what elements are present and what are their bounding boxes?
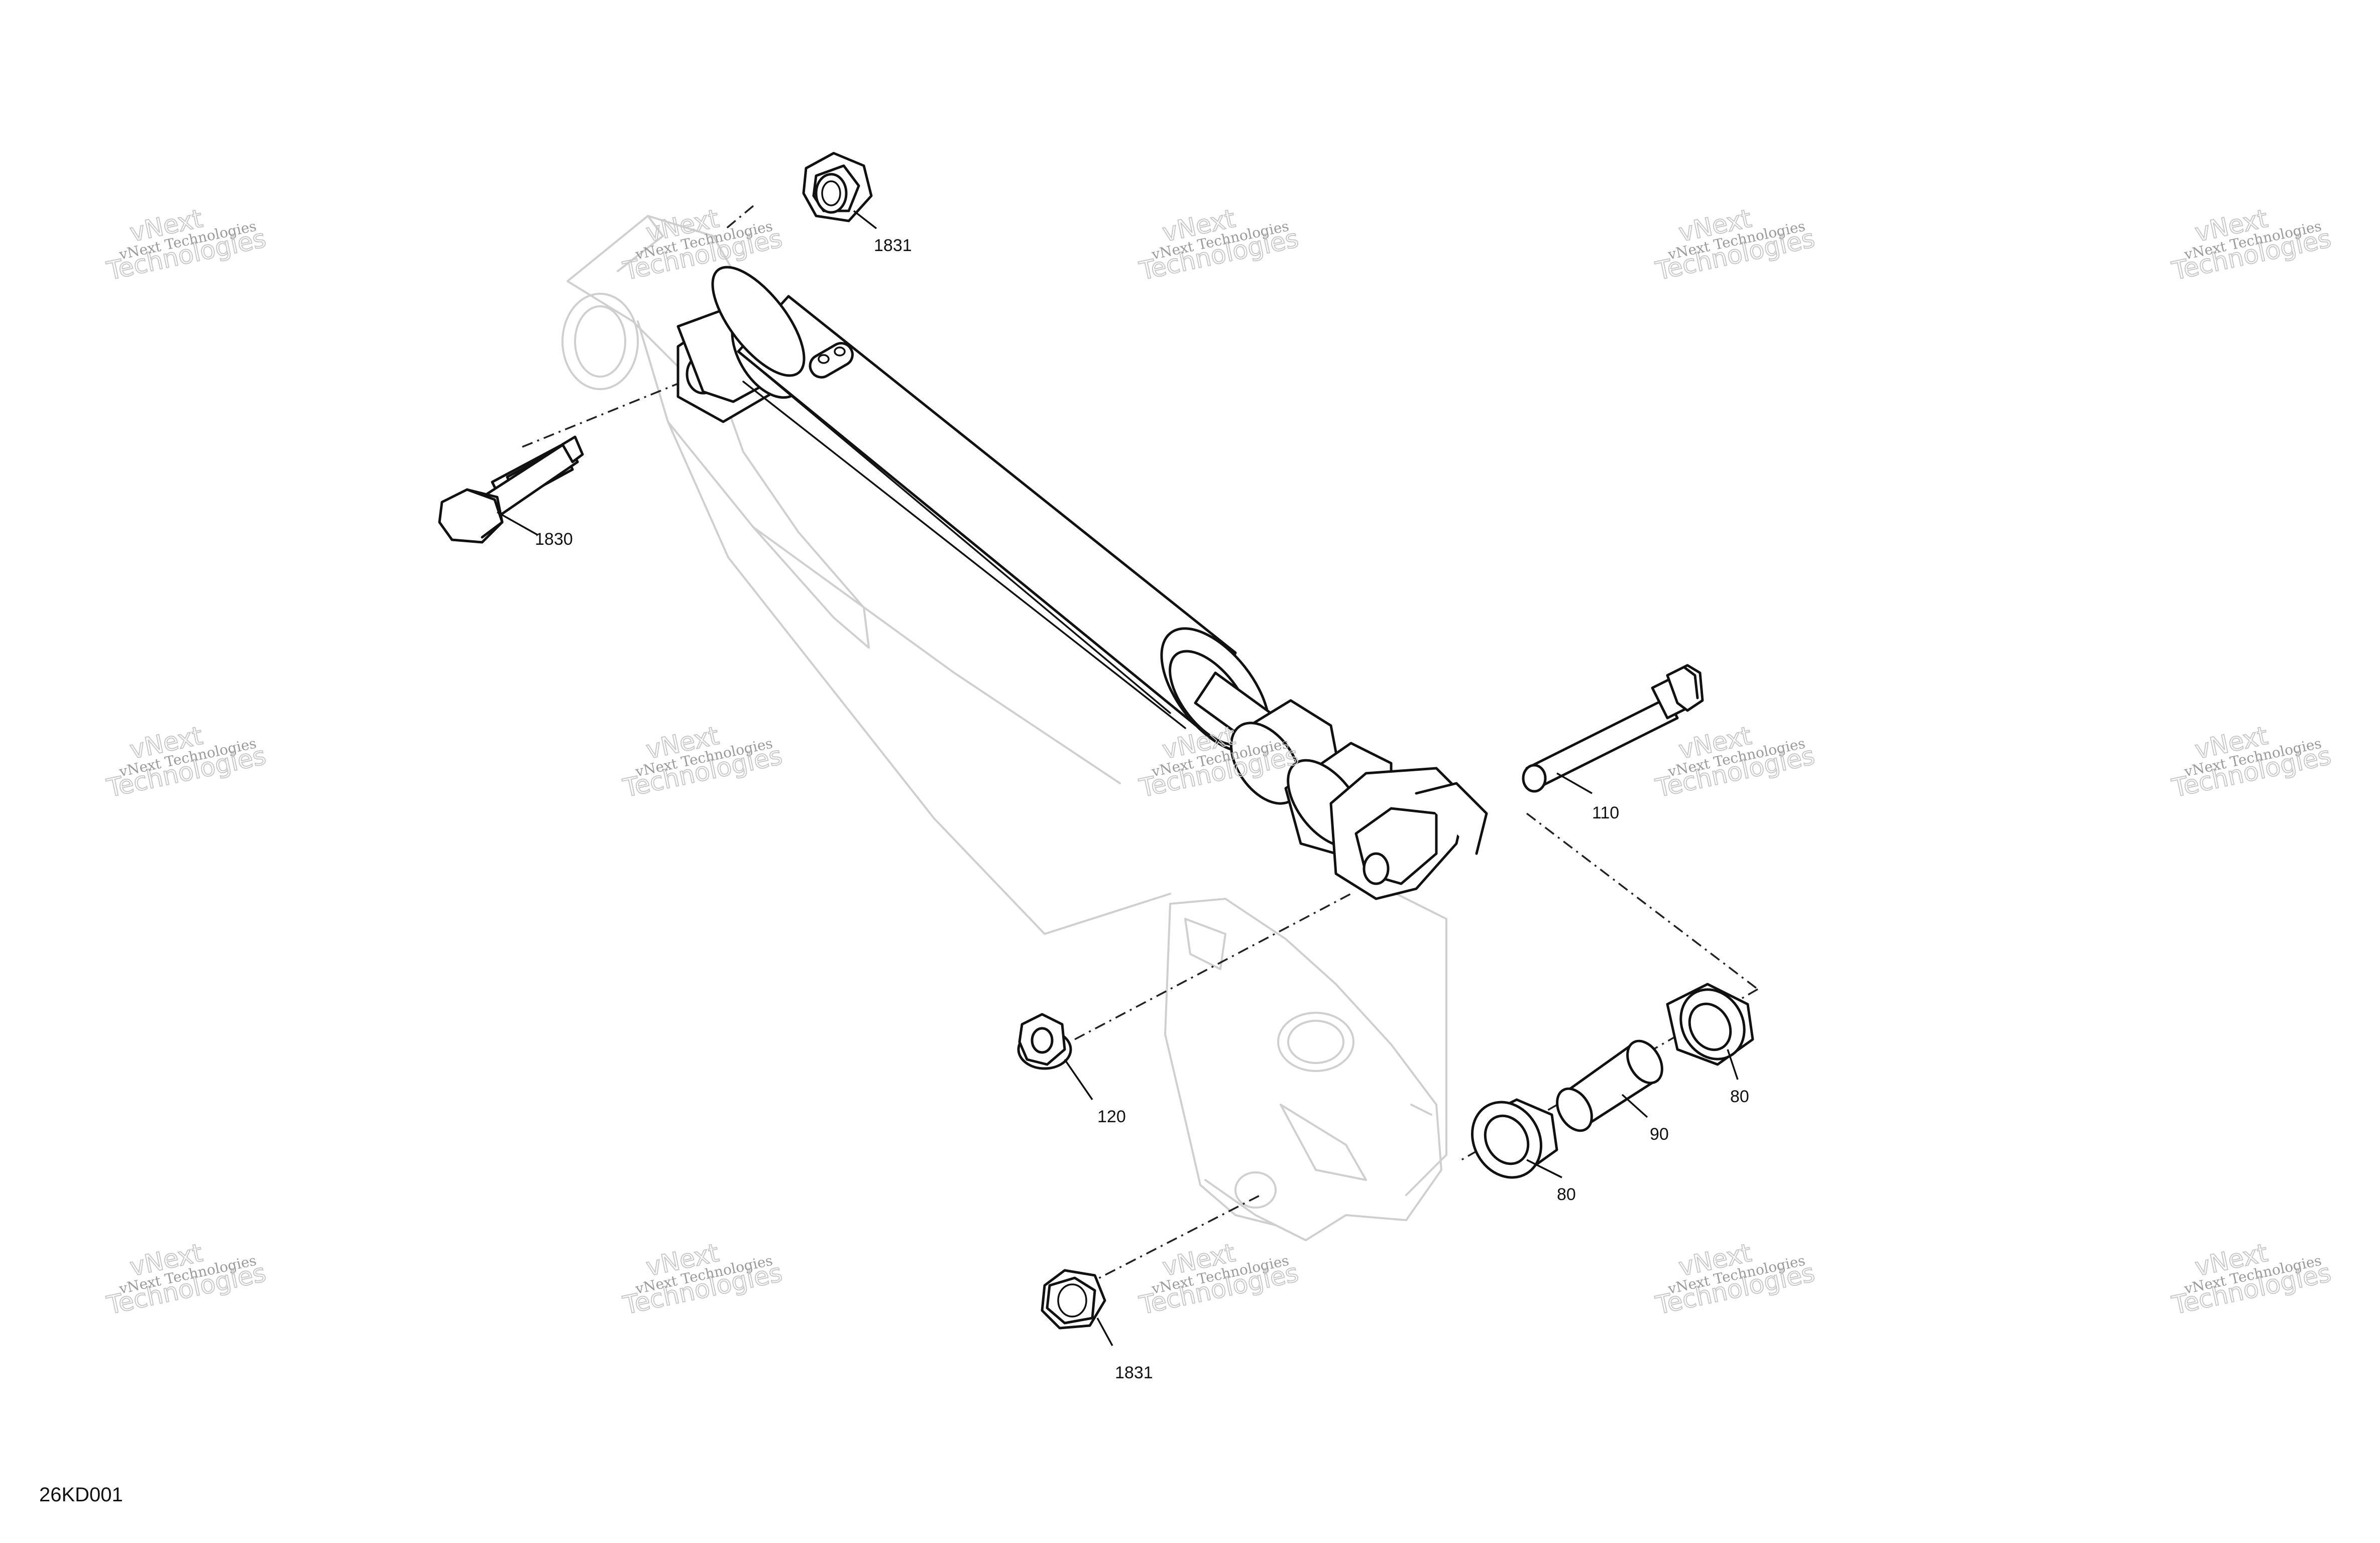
bushing-upper [1666, 983, 1754, 1066]
callout-90: 90 [1650, 1125, 1669, 1144]
callout-1831-top: 1831 [874, 236, 912, 255]
callout-1830: 1830 [535, 530, 573, 549]
lock-nut-bottom [1041, 1269, 1106, 1330]
callout-80-upper: 80 [1730, 1087, 1749, 1106]
callout-120: 120 [1097, 1107, 1126, 1126]
callout-1831-bottom: 1831 [1115, 1363, 1153, 1382]
callout-80-lower: 80 [1557, 1185, 1576, 1204]
leader-lines [497, 210, 1739, 1346]
swing-arm-ghost [561, 215, 1447, 1241]
hex-bolt-left [438, 435, 584, 544]
flange-bolt-right [1522, 664, 1704, 793]
callout-110: 110 [1592, 803, 1619, 822]
figure-reference: 26KD001 [39, 1484, 123, 1506]
shock-absorber [676, 266, 1488, 900]
sleeve [1556, 1039, 1663, 1132]
flange-nut [1017, 1013, 1072, 1070]
callout-labels: 1831 1830 110 120 80 90 80 1831 [535, 236, 1749, 1382]
lock-nut-top [802, 152, 873, 222]
bushing-lower [1471, 1098, 1558, 1179]
